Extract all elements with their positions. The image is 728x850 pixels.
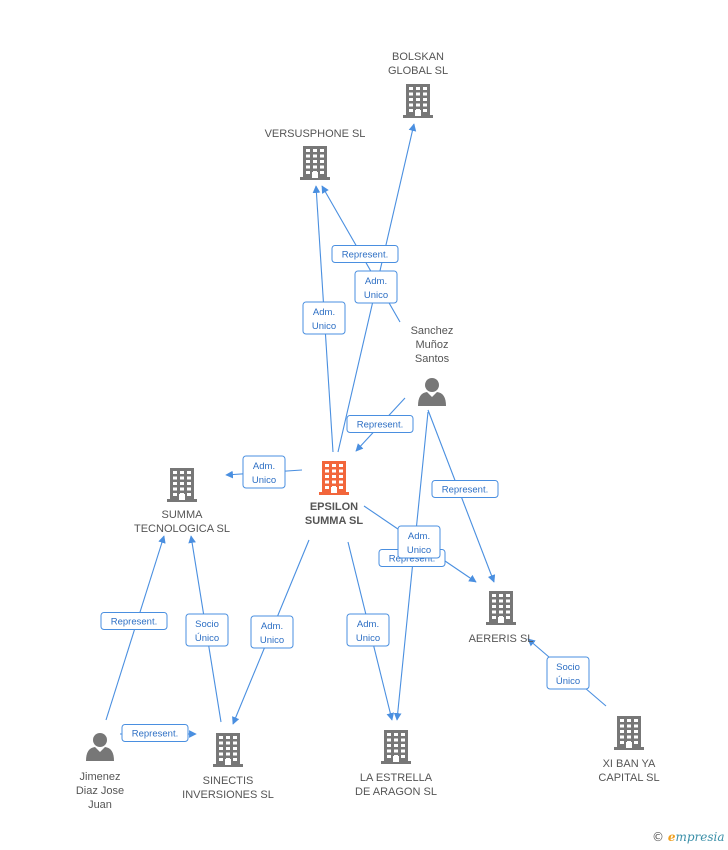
node-label-jimenez: Jimenez xyxy=(80,771,121,783)
relation-label-text: Adm. xyxy=(408,531,430,542)
node-label-xibanya: CAPITAL SL xyxy=(598,772,659,784)
relation-label-text: Represent. xyxy=(389,554,435,565)
relation-label-sanchez-estrella: Adm. Unico xyxy=(397,525,441,559)
relation-label-epsilon-bolskan: Adm. Unico xyxy=(354,270,398,304)
relation-label-text: Adm. xyxy=(253,461,275,472)
node-epsilon[interactable]: EPSILON SUMMA SL xyxy=(305,461,364,527)
node-label-versusphone: VERSUSPHONE SL xyxy=(265,128,366,140)
node-estrella[interactable]: LA ESTRELLA DE ARAGON SL xyxy=(355,730,437,798)
relation-label-epsilon-summa_tec: Adm. Unico xyxy=(242,455,286,489)
relation-label-epsilon-sinectis: Adm. Unico xyxy=(250,615,294,649)
node-label-summa_tec: SUMMA xyxy=(162,509,204,521)
node-bolskan[interactable]: BOLSKAN GLOBAL SL xyxy=(388,51,448,118)
brand-letter: e xyxy=(667,830,676,844)
node-aereris[interactable]: AERERIS SL xyxy=(469,591,534,645)
brand-logo: © empresia xyxy=(652,830,725,844)
relation-label-text: Socio xyxy=(195,619,219,630)
relation-label-text: Adm. xyxy=(261,621,283,632)
node-label-jimenez: Juan xyxy=(88,799,112,811)
node-summa_tec[interactable]: SUMMA TECNOLOGICA SL xyxy=(134,468,230,535)
relation-label-text: Unico xyxy=(356,633,380,644)
relation-label-sanchez-aereris: Represent. xyxy=(431,480,499,498)
building-icon[interactable] xyxy=(300,146,330,180)
relation-label-text: Represent. xyxy=(342,250,388,261)
person-icon[interactable] xyxy=(86,733,114,761)
node-label-epsilon: SUMMA SL xyxy=(305,515,364,527)
node-label-sanchez: Santos xyxy=(415,353,450,365)
relation-label-text: Unico xyxy=(252,475,276,486)
node-label-estrella: LA ESTRELLA xyxy=(360,772,433,784)
relation-label-epsilon-estrella: Adm. Unico xyxy=(346,613,390,647)
node-label-bolskan: BOLSKAN xyxy=(392,51,444,63)
building-icon[interactable] xyxy=(213,733,243,767)
relation-label-text: Socio xyxy=(556,662,580,673)
relation-label-text: Unico xyxy=(407,545,431,556)
relation-label-text: Represent. xyxy=(357,420,403,431)
relation-label-sanchez-epsilon: Represent. xyxy=(346,415,414,433)
building-icon[interactable] xyxy=(319,461,349,495)
relation-label-text: Unico xyxy=(260,635,284,646)
node-label-jimenez: Diaz Jose xyxy=(76,785,124,797)
node-label-sinectis: INVERSIONES SL xyxy=(182,789,274,801)
node-label-summa_tec: TECNOLOGICA SL xyxy=(134,523,230,535)
building-icon[interactable] xyxy=(614,716,644,750)
relation-label-text: Unico xyxy=(364,290,388,301)
building-icon[interactable] xyxy=(381,730,411,764)
relation-label-text: Represent. xyxy=(111,617,157,628)
node-sinectis[interactable]: SINECTIS INVERSIONES SL xyxy=(182,733,274,801)
node-label-aereris: AERERIS SL xyxy=(469,633,534,645)
node-label-bolskan: GLOBAL SL xyxy=(388,65,448,77)
node-xibanya[interactable]: XI BAN YA CAPITAL SL xyxy=(598,716,660,784)
relation-label-text: Adm. xyxy=(365,276,387,287)
node-label-epsilon: EPSILON xyxy=(310,501,358,513)
node-label-sanchez: Muñoz xyxy=(415,339,448,351)
relation-label-jimenez-sinectis: Represent. xyxy=(121,724,189,742)
relation-label-jimenez-summa_tec: Represent. xyxy=(100,612,168,630)
building-icon[interactable] xyxy=(403,84,433,118)
relation-label-text: Único xyxy=(195,633,219,644)
relation-label-text: Represent. xyxy=(442,485,488,496)
building-icon[interactable] xyxy=(167,468,197,502)
brand-name: mpresia xyxy=(675,830,725,844)
relation-label-text: Adm. xyxy=(313,307,335,318)
relation-label-text: Adm. xyxy=(357,619,379,630)
node-label-sinectis: SINECTIS xyxy=(203,775,254,787)
relation-label-sanchez-versusphone: Represent. xyxy=(331,245,399,263)
node-versusphone[interactable]: VERSUSPHONE SL xyxy=(265,128,366,180)
building-icon[interactable] xyxy=(486,591,516,625)
relation-label-text: Unico xyxy=(312,321,336,332)
node-label-sanchez: Sanchez xyxy=(411,325,454,337)
person-icon[interactable] xyxy=(418,378,446,406)
copyright-symbol: © xyxy=(652,830,664,844)
node-label-xibanya: XI BAN YA xyxy=(603,758,656,770)
relation-label-text: Único xyxy=(556,676,580,687)
relation-label-text: Represent. xyxy=(132,729,178,740)
node-label-estrella: DE ARAGON SL xyxy=(355,786,437,798)
relation-label-epsilon-versusphone: Adm. Unico xyxy=(302,301,346,335)
